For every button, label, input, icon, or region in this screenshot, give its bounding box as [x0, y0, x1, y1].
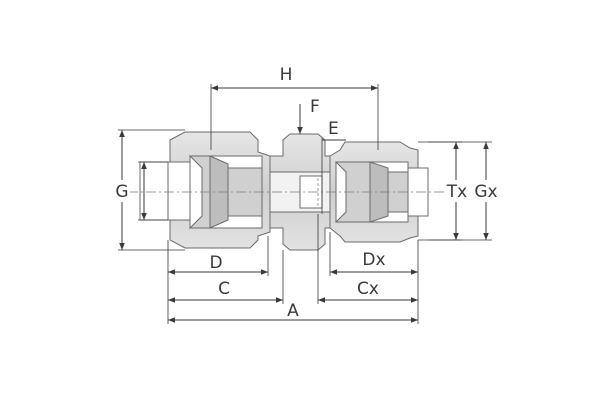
label-g: G — [115, 182, 128, 202]
dimension-tx: Tx — [428, 141, 470, 241]
dimension-gx: Gx — [418, 141, 502, 241]
fitting-body — [139, 131, 429, 251]
dimension-cx: Cx — [318, 279, 418, 303]
dimension-e: E — [321, 119, 346, 214]
left-bore — [167, 161, 191, 221]
label-d: D — [209, 253, 222, 273]
label-c: C — [218, 279, 230, 299]
label-f: F — [310, 97, 320, 117]
label-a: A — [287, 301, 299, 321]
label-tx: Tx — [446, 182, 467, 202]
label-dx: Dx — [362, 250, 385, 270]
dimension-g: G — [114, 129, 185, 251]
dimension-h: H — [210, 65, 379, 150]
dimension-t — [138, 161, 168, 221]
dimension-f: F — [297, 97, 320, 134]
label-cx: Cx — [357, 279, 379, 299]
label-gx: Gx — [474, 182, 497, 202]
dimension-dx: Dx — [330, 250, 418, 275]
dimension-c: C — [168, 279, 283, 303]
dimension-a: A — [168, 301, 418, 323]
dimension-d: D — [168, 253, 268, 275]
label-h: H — [280, 65, 293, 85]
label-e: E — [328, 119, 339, 139]
